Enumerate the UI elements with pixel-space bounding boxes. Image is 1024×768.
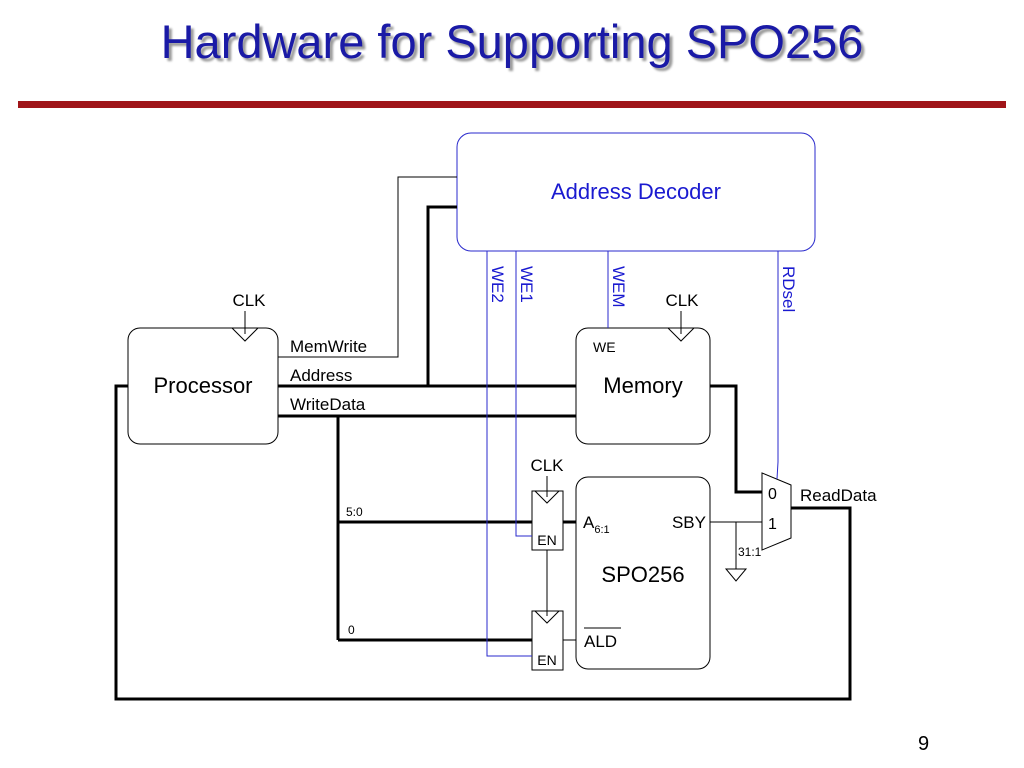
memwrite-wire [278, 176, 457, 358]
rdsel-label: RDsel [779, 266, 798, 312]
spo256-block [575, 476, 711, 670]
readdata-label: ReadData [800, 486, 877, 505]
readdata-feedback-bus [114, 384, 852, 701]
register-top-en-label: EN [537, 532, 556, 548]
mux-input-0-label: 0 [768, 486, 777, 503]
bit-0-label: 0 [348, 623, 355, 637]
register-top-clock-triangle [534, 490, 560, 504]
ground-symbol [724, 568, 748, 582]
processor-clock-triangle [231, 327, 259, 342]
memory-clk-label: CLK [665, 291, 699, 310]
memwrite-label: MemWrite [290, 337, 367, 356]
address-to-decoder-bus [426, 205, 457, 386]
address-decoder-block [456, 132, 816, 252]
spo256-port-a: A6:1 [583, 513, 610, 536]
zero-extend-label: 31:1 [738, 545, 762, 559]
register-bottom-en-label: EN [537, 652, 556, 668]
mux-input-1-label: 1 [768, 516, 777, 533]
processor-clk-label: CLK [232, 291, 266, 310]
spo256-port-sby: SBY [672, 513, 706, 532]
slide-title: Hardware for Supporting SPO256 [160, 15, 864, 68]
we1-line [515, 251, 532, 537]
rdsel-line [776, 251, 779, 480]
processor-label: Processor [153, 373, 252, 398]
memory-readdata-bus [710, 384, 762, 494]
readdata-mux [761, 472, 792, 551]
memory-we-port-label: WE [593, 339, 616, 355]
we2-label: WE2 [488, 266, 507, 303]
wem-label: WEM [609, 266, 628, 308]
memory-label: Memory [603, 373, 682, 398]
register-bottom-clock-triangle [534, 610, 560, 624]
address-label: Address [290, 366, 352, 385]
register-clk-label: CLK [530, 456, 564, 475]
title-divider [18, 101, 1006, 108]
page-number: 9 [918, 733, 930, 755]
we1-label: WE1 [517, 266, 536, 303]
spo256-port-ald: ALD [584, 632, 617, 651]
address-decoder-label: Address Decoder [551, 179, 721, 204]
writedata-label: WriteData [290, 395, 366, 414]
we2-line [486, 251, 532, 657]
spo256-port-a-subscript: 6:1 [594, 524, 609, 536]
spo256-label: SPO256 [601, 562, 684, 587]
register-top [531, 490, 564, 551]
bits-5-0-label: 5:0 [346, 505, 363, 519]
memory-clock-triangle [667, 327, 695, 342]
